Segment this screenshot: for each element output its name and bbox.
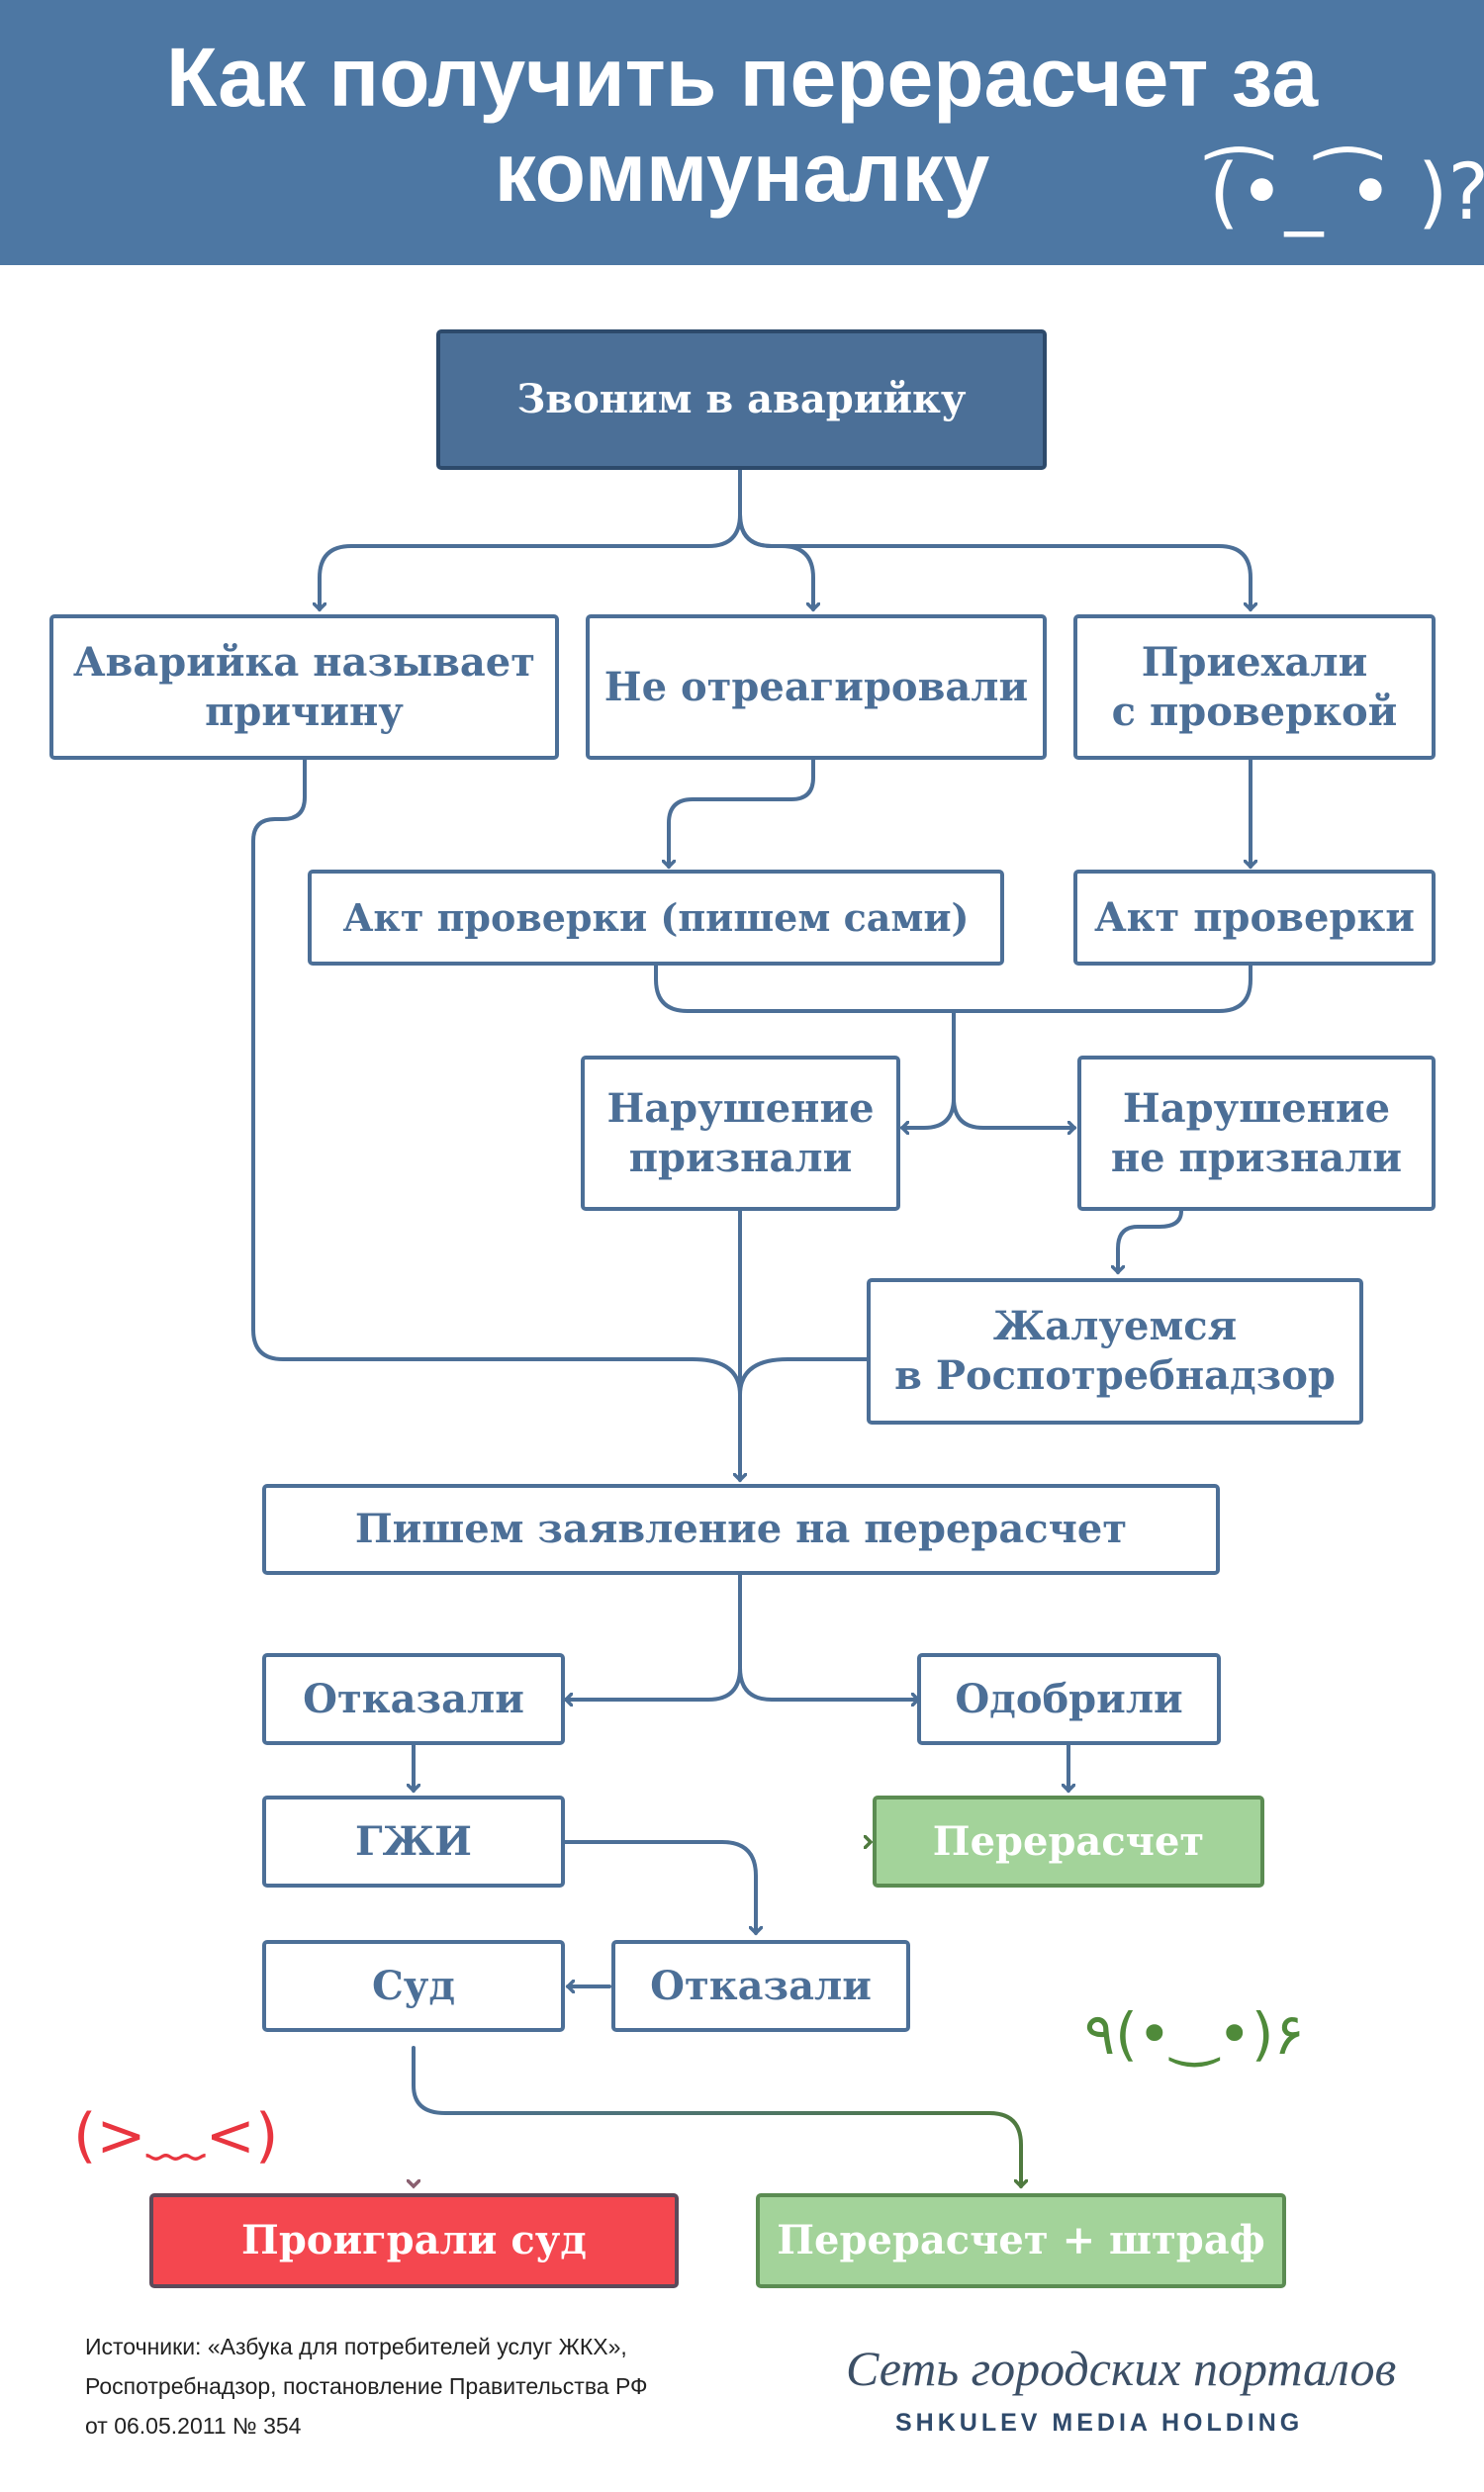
node-call-emergency: Звоним в аварийку [436, 329, 1047, 470]
connector-call-to-check [738, 512, 1251, 609]
node-came-to-check: Приехали с проверкой [1073, 614, 1436, 760]
connector-court-to-fine [412, 2046, 1021, 2186]
node-approved-label: Одобрили [955, 1675, 1183, 1722]
header-kaomoji: (͡•_ ͡• )? [1209, 148, 1484, 237]
node-act-check: Акт проверки [1073, 870, 1436, 966]
node-court-label: Суд [371, 1962, 456, 2009]
node-gzhi-label: ГЖИ [355, 1817, 472, 1865]
connector-application-approved [738, 1666, 918, 1700]
connector-call-to-noreaction [738, 512, 813, 609]
node-approved: Одобрили [917, 1653, 1221, 1745]
node-violation-recognized-label: Нарушение признали [606, 1084, 875, 1181]
node-gzhi: ГЖИ [262, 1796, 565, 1888]
connector-application-split [566, 1573, 742, 1700]
node-no-reaction: Не отреагировали [586, 614, 1047, 760]
connector-to-recognized [902, 1096, 956, 1128]
node-violation-not-recognized-label: Нарушение не признали [1110, 1084, 1403, 1181]
node-recalculation: Перерасчет [873, 1796, 1264, 1888]
node-lost-court-label: Проиграли суд [241, 2217, 587, 2263]
header-banner: Как получить перерасчет за коммуналку (͡… [0, 0, 1484, 265]
connector-call-to-cause [320, 468, 742, 609]
logo-script: Сеть городских порталов [846, 2341, 1397, 2396]
node-recalc-fine-label: Перерасчет + штраф [777, 2217, 1265, 2263]
page-title: Как получить перерасчет за коммуналку [165, 31, 1319, 219]
sources-note: Источники: «Азбука для потребителей услу… [85, 2334, 648, 2439]
node-refused-1: Отказали [262, 1653, 565, 1745]
node-call-emergency-label: Звоним в аварийку [516, 376, 967, 422]
connector-acts-merge [654, 964, 1252, 1013]
node-refused-1-label: Отказали [303, 1675, 524, 1722]
header-dotted-edge [0, 255, 1484, 277]
node-act-self: Акт проверки (пишем сами) [308, 870, 1004, 966]
node-write-application: Пишем заявление на перерасчет [262, 1484, 1220, 1575]
node-recalc-fine: Перерасчет + штраф [756, 2193, 1286, 2288]
node-violation-not-recognized: Нарушение не признали [1077, 1056, 1436, 1211]
node-came-to-check-label: Приехали с проверкой [1111, 638, 1398, 735]
node-lost-court: Проиграли суд [149, 2193, 679, 2288]
node-refused-2-label: Отказали [650, 1962, 872, 2009]
node-write-application-label: Пишем заявление на перерасчет [354, 1506, 1128, 1552]
happy-kaomoji: ٩(•‿•)۶ [1084, 2000, 1305, 2068]
node-recalculation-label: Перерасчет [932, 1817, 1205, 1865]
node-court: Суд [262, 1940, 565, 2032]
node-no-reaction-label: Не отреагировали [603, 663, 1029, 710]
connector-complain-to-application [738, 1357, 869, 1397]
node-act-self-label: Акт проверки (пишем сами) [342, 894, 970, 940]
node-emergency-names-cause: Аварийка называет причину [49, 614, 559, 760]
node-act-check-label: Акт проверки [1094, 893, 1415, 941]
connector-cause-to-application [251, 758, 742, 1397]
node-complain-rospotreb-label: Жалуемся в Роспотребнадзор [894, 1303, 1336, 1399]
node-violation-recognized: Нарушение признали [581, 1056, 900, 1211]
connector-to-not-recognized [952, 1096, 1074, 1128]
connector-gzhi-to-refused [562, 1840, 756, 1933]
connector-notrecognized-to-complain [1118, 1209, 1183, 1272]
sad-kaomoji: (>﹏<) [73, 2101, 279, 2170]
node-emergency-names-cause-label: Аварийка называет причину [72, 638, 536, 735]
logo-holding: SHKULEV MEDIA HOLDING [895, 2409, 1304, 2437]
node-complain-rospotreb: Жалуемся в Роспотребнадзор [867, 1278, 1363, 1425]
node-refused-2: Отказали [611, 1940, 910, 2032]
connector-noreaction-to-act [669, 758, 815, 867]
